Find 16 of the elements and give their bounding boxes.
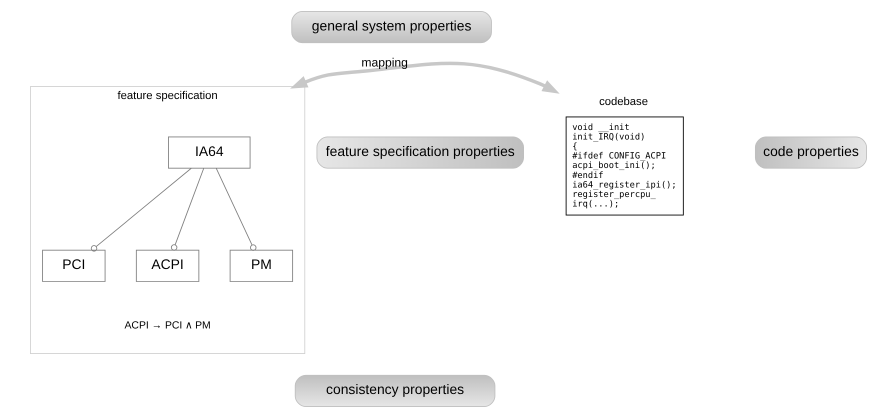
- node-box: consistency properties: [294, 374, 495, 407]
- node-box: code properties: [754, 136, 866, 169]
- node-label: codebase: [598, 96, 648, 108]
- edge-label: mapping: [360, 55, 408, 70]
- connector: [90, 168, 192, 252]
- node-box: PM: [229, 250, 293, 282]
- connector: [170, 168, 204, 251]
- node-box: IA64: [168, 136, 250, 169]
- arrow: [290, 62, 560, 94]
- node-box: general system properties: [290, 11, 492, 44]
- label: ACPI → PCI ∧ PM: [124, 320, 210, 332]
- node-box: feature specification properties: [316, 136, 524, 169]
- node-box: PCI: [42, 250, 106, 282]
- node-box: void __init init_IRQ(void) { #ifdef CONFIG_ACPI acpi_boot_ini(); #endif ia64_register_ipi(); register_percpu_ irq(...);: [565, 116, 684, 216]
- connector: [215, 168, 256, 251]
- node-box: ACPI: [135, 250, 199, 282]
